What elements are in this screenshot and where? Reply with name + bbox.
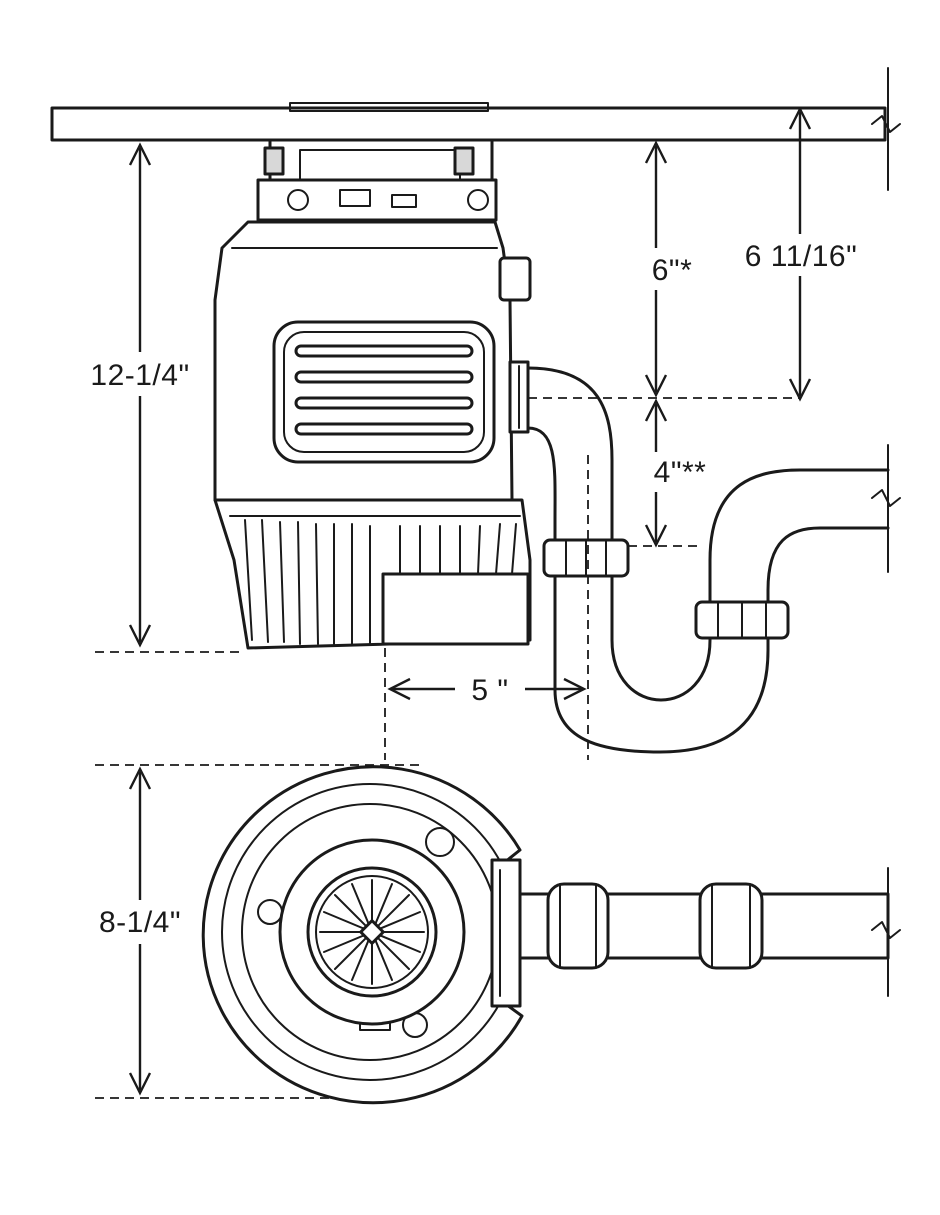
splash-guard: [278, 838, 466, 1026]
center-to-drain-label: 5 ": [471, 674, 508, 707]
mounting-assembly: [256, 138, 498, 222]
mount-to-inlet-label: 6"*: [652, 254, 693, 287]
reference-lines: [95, 397, 800, 760]
dimension-mount-to-inlet-center: 6 11/16": [736, 106, 866, 402]
disposer-body: [213, 220, 532, 502]
sink-countertop: [50, 67, 901, 191]
dimension-body-diameter: 8-1/4": [80, 766, 200, 1096]
discharge-tube: [526, 366, 901, 754]
top-view: 8-1/4": [80, 764, 901, 1105]
side-view: 12-1/4" 6"* 6 11/16" 4"**: [50, 67, 901, 760]
dimension-center-to-drain: 5 ": [387, 668, 587, 708]
dimension-overall-height: 12-1/4": [80, 142, 200, 648]
lower-shell: [213, 498, 532, 650]
dimension-inlet-to-trap: 4"**: [638, 398, 722, 548]
reference-lines-top: [95, 764, 420, 1099]
outlet-pipe: [513, 867, 901, 997]
dimension-mount-to-inlet: 6"*: [630, 140, 712, 398]
mount-to-inlet-center-label: 6 11/16": [745, 240, 858, 273]
body-diameter-label: 8-1/4": [99, 906, 181, 939]
inlet-to-trap-label: 4"**: [654, 456, 707, 489]
overall-height-label: 12-1/4": [90, 359, 189, 392]
